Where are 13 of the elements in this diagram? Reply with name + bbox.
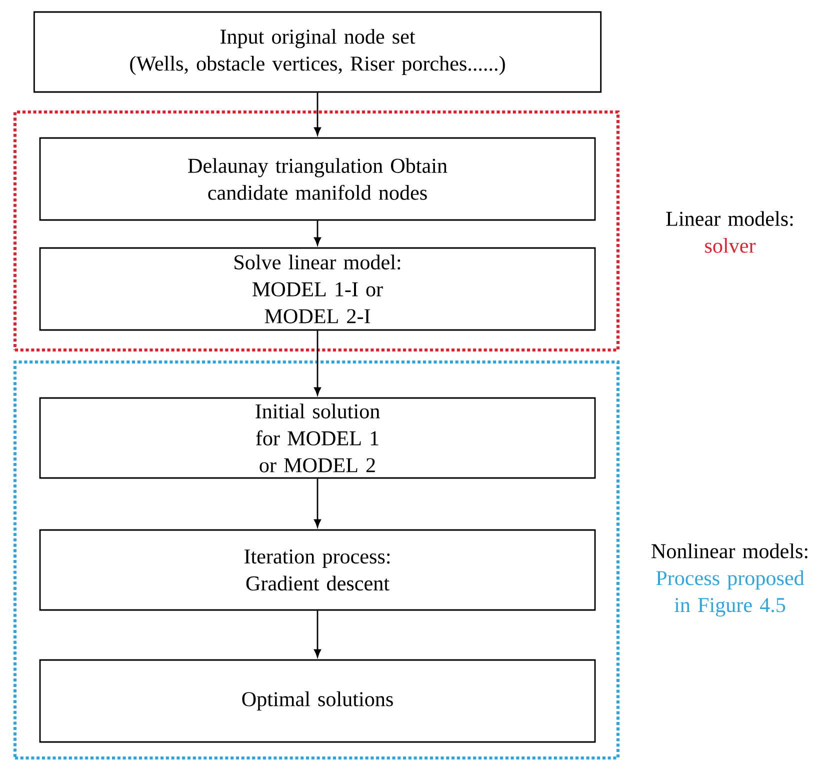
arrow [314,220,321,246]
group-label: Linear models: solver [666,211,793,253]
process-box: Optimal solutions [39,659,596,743]
arrow [314,330,321,396]
arrow [314,92,321,136]
process-box: Iteration process: Gradient descent [39,529,596,611]
process-box: Solve linear model: MODEL 1-I or MODEL 2-I [39,247,596,331]
process-box: Delaunay triangulation Obtain candidate manifold nodes [39,137,596,221]
arrow [314,610,321,658]
process-box: Input original node set (Wells, obstacle vertices, Riser porches......) [33,11,602,93]
group-label: Nonlinear models: Process proposed in Figure 4.5 [652,543,808,617]
process-box: Initial solution for MODEL 1 or MODEL 2 [39,397,596,479]
arrow [314,478,321,528]
